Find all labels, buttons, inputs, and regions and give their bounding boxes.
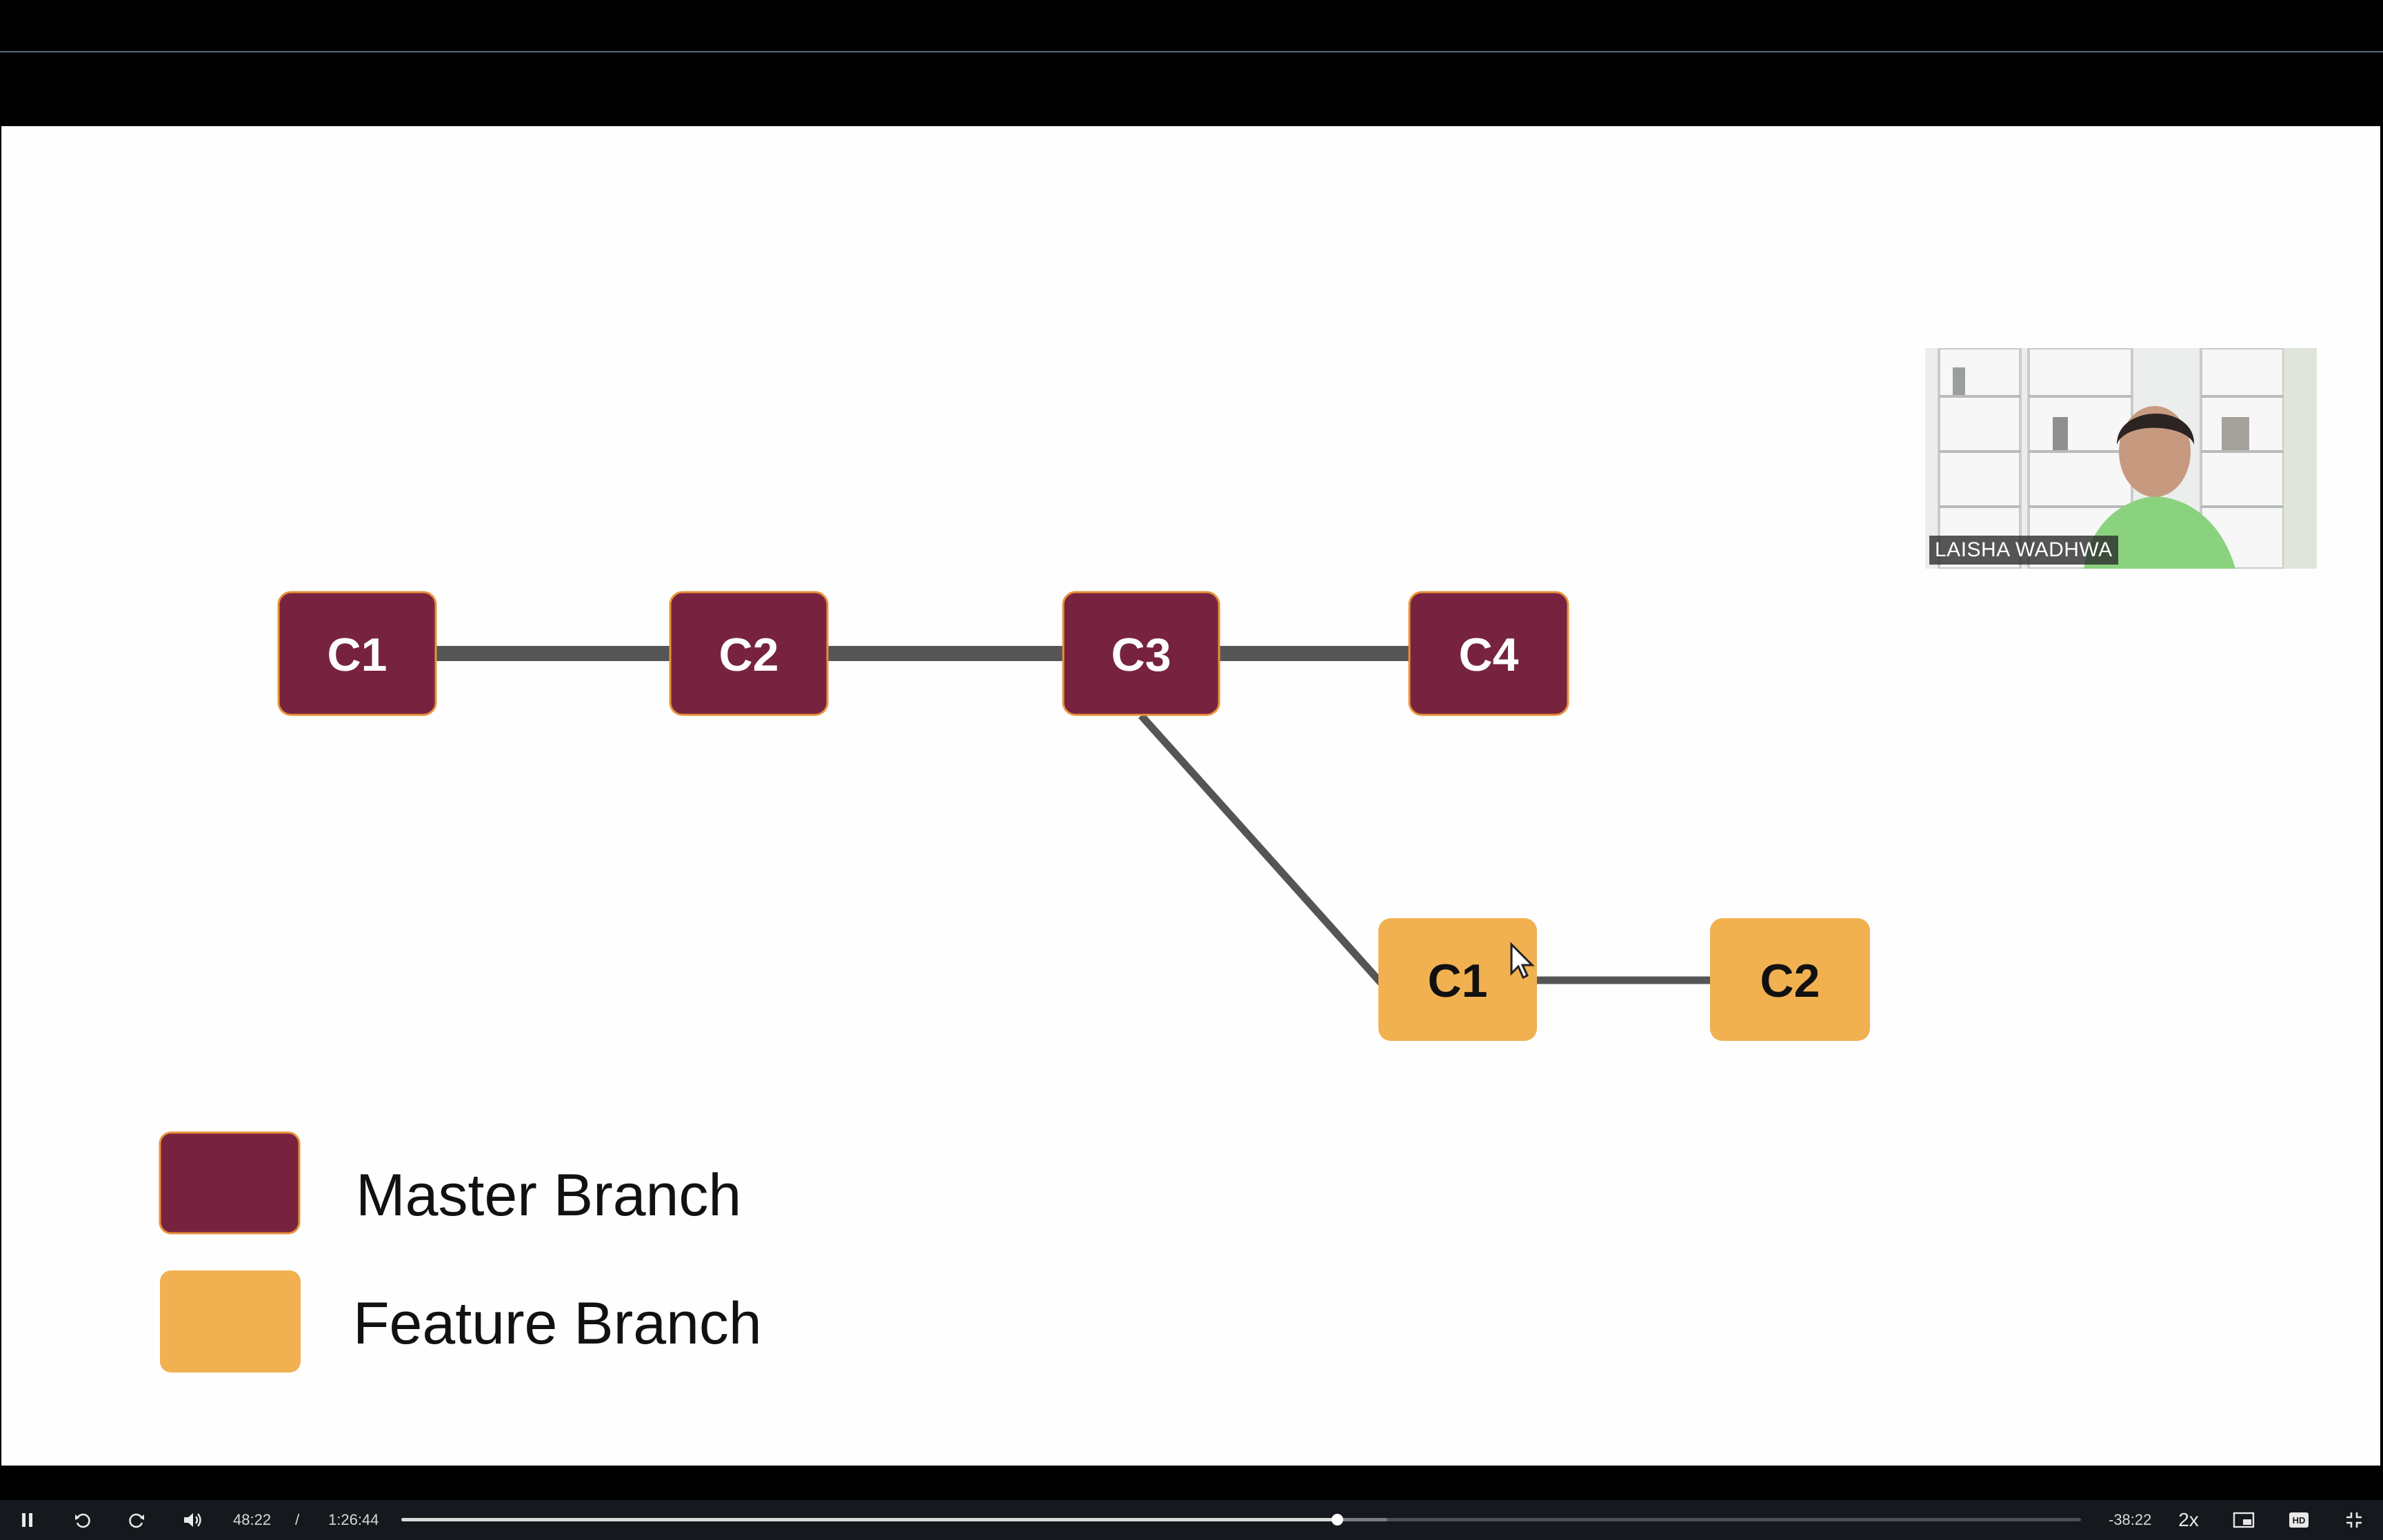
- forward-icon[interactable]: [123, 1500, 150, 1540]
- svg-text:HD: HD: [2293, 1515, 2306, 1526]
- progress-bar[interactable]: [401, 1514, 2081, 1526]
- master-commit-node: C3: [1062, 591, 1220, 716]
- time-separator: /: [295, 1511, 300, 1528]
- rewind-icon[interactable]: [69, 1500, 97, 1540]
- current-time: 48:22: [233, 1511, 272, 1528]
- progress-scrubber-handle[interactable]: [1331, 1514, 1343, 1526]
- feature-commit-node: C1: [1378, 918, 1537, 1041]
- presenter-webcam[interactable]: LAISHA WADHWA: [1925, 348, 2317, 569]
- mouse-cursor-icon: [1510, 942, 1535, 980]
- legend-label-feature: Feature Branch: [353, 1290, 762, 1357]
- git-branch-diagram: C1 C2 C3 C4 C1 C2: [159, 591, 1870, 1372]
- played-progress: [401, 1518, 1337, 1521]
- commit-label: C4: [1459, 629, 1519, 681]
- playback-speed-label: 2x: [2178, 1509, 2199, 1530]
- legend-swatch-master: [159, 1131, 301, 1235]
- commit-label: C1: [1428, 955, 1488, 1007]
- branch-connector-c3-feature-c1: [1138, 713, 1385, 986]
- presenter-video-image: [1925, 348, 2317, 569]
- playback-speed-button[interactable]: 2x: [2173, 1500, 2204, 1540]
- total-duration: 1:26:44: [328, 1511, 379, 1528]
- commit-label: C2: [719, 629, 779, 681]
- remaining-time: -38:22: [2109, 1511, 2152, 1528]
- commit-label: C2: [1760, 955, 1820, 1007]
- picture-in-picture-icon[interactable]: [2229, 1500, 2259, 1540]
- pause-icon[interactable]: [14, 1500, 41, 1540]
- commit-label: C3: [1112, 629, 1172, 681]
- legend-label-master: Master Branch: [356, 1162, 741, 1228]
- feature-commit-node: C2: [1710, 918, 1870, 1041]
- presenter-name-tag: LAISHA WADHWA: [1929, 536, 2118, 565]
- hd-icon[interactable]: HD: [2284, 1500, 2314, 1540]
- video-top-bar: [0, 0, 2383, 52]
- legend: Master Branch Feature Branch: [159, 1131, 762, 1372]
- master-commit-node: C4: [1408, 591, 1569, 716]
- slide: C1 C2 C3 C4 C1 C2: [1, 126, 2380, 1466]
- volume-icon[interactable]: [178, 1500, 208, 1540]
- master-commit-node: C2: [669, 591, 829, 716]
- master-commit-node: C1: [277, 591, 437, 716]
- commit-label: C1: [328, 629, 388, 681]
- exit-fullscreen-icon[interactable]: [2339, 1500, 2369, 1540]
- legend-swatch-feature: [160, 1270, 301, 1372]
